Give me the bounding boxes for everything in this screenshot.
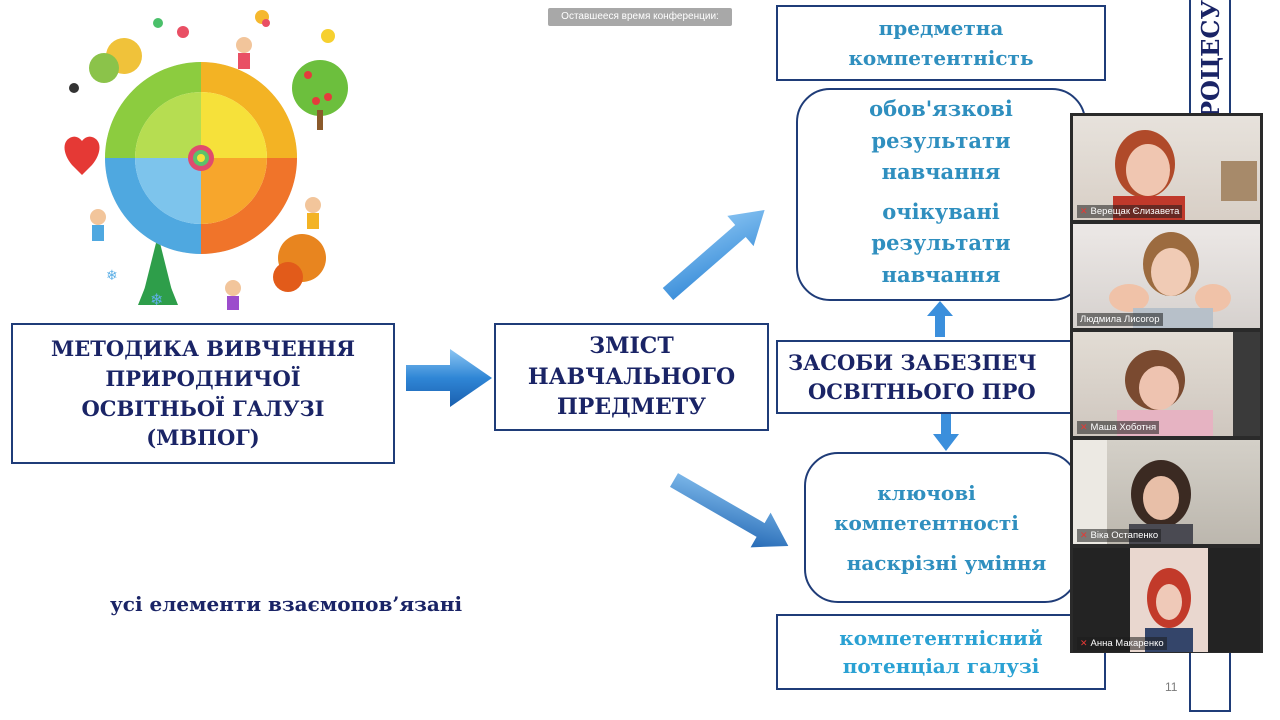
participant-tile[interactable]: ✕Віка Остапенко bbox=[1073, 440, 1260, 544]
methodology-box: МЕТОДИКА ВИВЧЕННЯ ПРИРОДНИЧОЇ ОСВІТНЬОЇ … bbox=[11, 323, 395, 464]
key-competences-line-1: ключові bbox=[877, 480, 976, 505]
participant-tile[interactable]: ✕Анна Макаренко bbox=[1073, 548, 1260, 652]
blue-arrow-icon bbox=[406, 349, 492, 407]
participant-tile[interactable]: ✕Верещак Єлизавета bbox=[1073, 116, 1260, 220]
conference-timer: Оставшееся время конференции: 06:01 bbox=[548, 8, 732, 40]
content-line-1: ЗМІСТ bbox=[589, 333, 674, 360]
content-line-2: НАВЧАЛЬНОГО bbox=[527, 363, 736, 390]
subject-content-box: ЗМІСТ НАВЧАЛЬНОГО ПРЕДМЕТУ bbox=[494, 323, 769, 431]
interconnected-text: усі елементи взаємопов’язані bbox=[110, 592, 463, 616]
subject-competence-line-2: компетентність bbox=[848, 46, 1034, 70]
expected-results-line-3: навчання bbox=[881, 261, 1001, 287]
mic-off-icon: ✕ bbox=[1080, 530, 1088, 540]
participant-video bbox=[1130, 548, 1208, 652]
participant-tile[interactable]: Людмила Лисогор bbox=[1073, 224, 1260, 328]
methodology-line-3: ОСВІТНЬОЇ ГАЛУЗІ bbox=[81, 395, 325, 421]
mandatory-results-line-3: навчання bbox=[881, 159, 1001, 184]
means-box: ЗАСОБИ ЗАБЕЗПЕЧ ОСВІТНЬОГО ПРО bbox=[776, 340, 1076, 414]
svg-text:❄: ❄ bbox=[106, 268, 118, 284]
learning-results-box: обов'язкові результати навчання очікуван… bbox=[796, 88, 1086, 301]
slide-page-number: 11 bbox=[1165, 680, 1178, 694]
methodology-line-4: (МВПОГ) bbox=[146, 425, 260, 451]
subject-competence-box: предметна компетентність bbox=[776, 5, 1106, 81]
mandatory-results-line-2: результати bbox=[871, 127, 1011, 153]
cross-skills-text: наскрізні уміння bbox=[846, 550, 1047, 575]
expected-results-line-1: очікувані bbox=[882, 198, 1000, 224]
season-wheel-planet-illustration: ❄ ❄ bbox=[64, 10, 348, 310]
participant-name: Людмила Лисогор bbox=[1080, 314, 1160, 325]
methodology-line-1: МЕТОДИКА ВИВЧЕННЯ bbox=[51, 335, 355, 361]
mic-off-icon: ✕ bbox=[1080, 422, 1088, 432]
blue-arrow-up-right-icon bbox=[662, 210, 765, 300]
means-line-1: ЗАСОБИ ЗАБЕЗПЕЧ bbox=[788, 349, 1037, 375]
mic-off-icon: ✕ bbox=[1080, 638, 1088, 648]
key-competences-box: ключові компетентності наскрізні уміння bbox=[804, 452, 1079, 603]
participants-video-panel[interactable]: ✕Верещак Єлизавета Людмила Лисогор ✕Маша… bbox=[1070, 113, 1263, 653]
participant-name: Анна Макаренко bbox=[1090, 638, 1164, 649]
content-line-3: ПРЕДМЕТУ bbox=[557, 394, 706, 421]
subject-competence-line-1: предметна bbox=[878, 16, 1004, 40]
blue-arrow-down-right-icon bbox=[670, 473, 789, 548]
methodology-line-2: ПРИРОДНИЧОЇ bbox=[105, 365, 301, 391]
competence-potential-box: компетентнісний потенціал галузі bbox=[776, 614, 1106, 690]
participant-tile[interactable]: ✕Маша Хоботня bbox=[1073, 332, 1260, 436]
means-line-2: ОСВІТНЬОГО ПРО bbox=[808, 379, 1036, 404]
potential-line-1: компетентнісний bbox=[839, 626, 1043, 650]
participant-video bbox=[1073, 440, 1193, 544]
svg-text:❄: ❄ bbox=[150, 290, 163, 309]
blue-arrow-down-icon bbox=[933, 413, 959, 451]
mic-off-icon: ✕ bbox=[1080, 206, 1088, 216]
participant-video bbox=[1109, 232, 1231, 328]
participant-name: Верещак Єлизавета bbox=[1090, 206, 1180, 217]
participant-name: Маша Хоботня bbox=[1090, 422, 1157, 433]
blue-arrow-up-icon bbox=[927, 301, 953, 337]
participant-name: Віка Остапенко bbox=[1090, 530, 1159, 541]
mandatory-results-line-1: обов'язкові bbox=[869, 96, 1013, 121]
potential-line-2: потенціал галузі bbox=[842, 654, 1040, 678]
key-competences-line-2: компетентності bbox=[834, 510, 1019, 535]
expected-results-line-2: результати bbox=[871, 230, 1011, 255]
